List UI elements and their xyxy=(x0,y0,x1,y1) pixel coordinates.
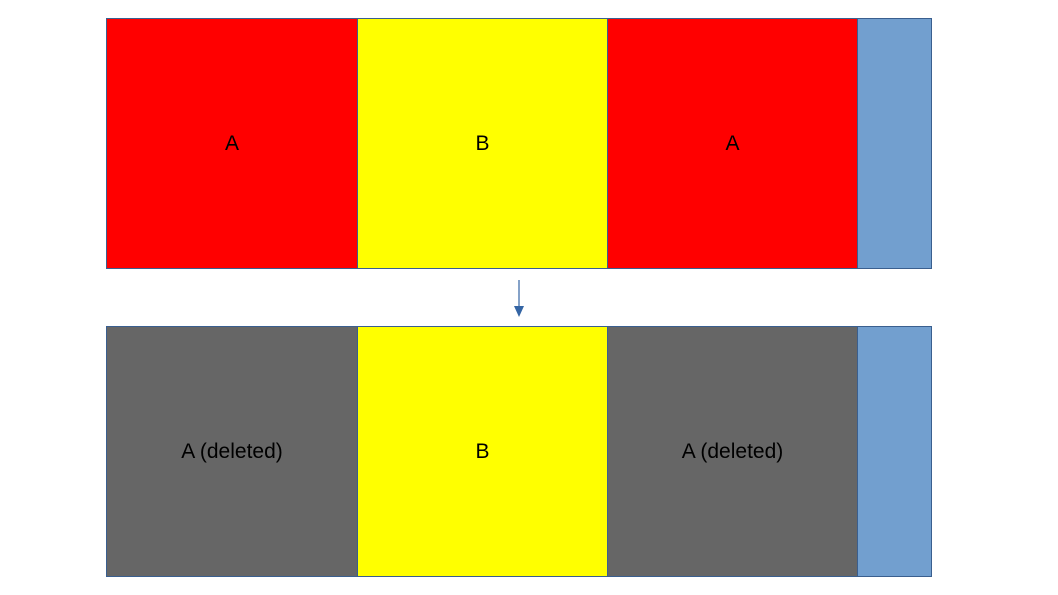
arrow-head xyxy=(514,306,524,317)
free-space-block xyxy=(857,19,931,268)
after-memory-row: A (deleted) B A (deleted) xyxy=(106,326,932,577)
block-a: A xyxy=(607,19,857,268)
arrow-down-icon xyxy=(514,280,524,317)
free-space-block xyxy=(857,327,931,576)
block-a: A xyxy=(107,19,357,268)
block-a-deleted: A (deleted) xyxy=(107,327,357,576)
block-b: B xyxy=(357,327,607,576)
block-a-deleted: A (deleted) xyxy=(607,327,857,576)
before-memory-row: A B A xyxy=(106,18,932,269)
block-b: B xyxy=(357,19,607,268)
